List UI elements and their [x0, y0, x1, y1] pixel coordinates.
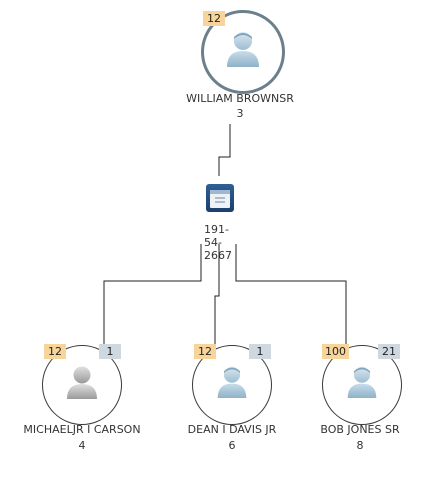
child-name: DEAN I DAVIS JR — [187, 423, 277, 436]
root-name: WILLIAM BROWNSR — [186, 92, 294, 105]
child-count: 4 — [78, 439, 86, 452]
child-right-badge: 1 — [249, 344, 271, 359]
child-right-badge: 1 — [99, 344, 121, 359]
child-name: MICHAELJR I CARSON — [23, 423, 141, 436]
child-right-badge: 21 — [378, 344, 400, 359]
connector-card-to-jones — [235, 244, 347, 344]
child-count: 8 — [356, 439, 364, 452]
child-count: 6 — [228, 439, 236, 452]
child-name: BOB JONES SR — [320, 423, 400, 436]
connector-card-to-carson — [103, 244, 202, 344]
person-gray-icon — [67, 366, 97, 399]
child-left-badge: 12 — [194, 344, 216, 359]
person-icon — [347, 366, 377, 398]
connector-root-to-card — [218, 124, 231, 176]
person-icon — [217, 366, 247, 398]
child-left-badge: 100 — [322, 344, 349, 359]
root-count: 3 — [236, 107, 244, 120]
person-icon — [227, 32, 259, 67]
connector-card-to-davis — [214, 244, 220, 344]
id-card-icon[interactable] — [205, 183, 235, 213]
ssn-label: 191-54-2667 — [204, 223, 232, 262]
root-count-badge: 12 — [203, 11, 225, 26]
child-left-badge: 12 — [44, 344, 66, 359]
